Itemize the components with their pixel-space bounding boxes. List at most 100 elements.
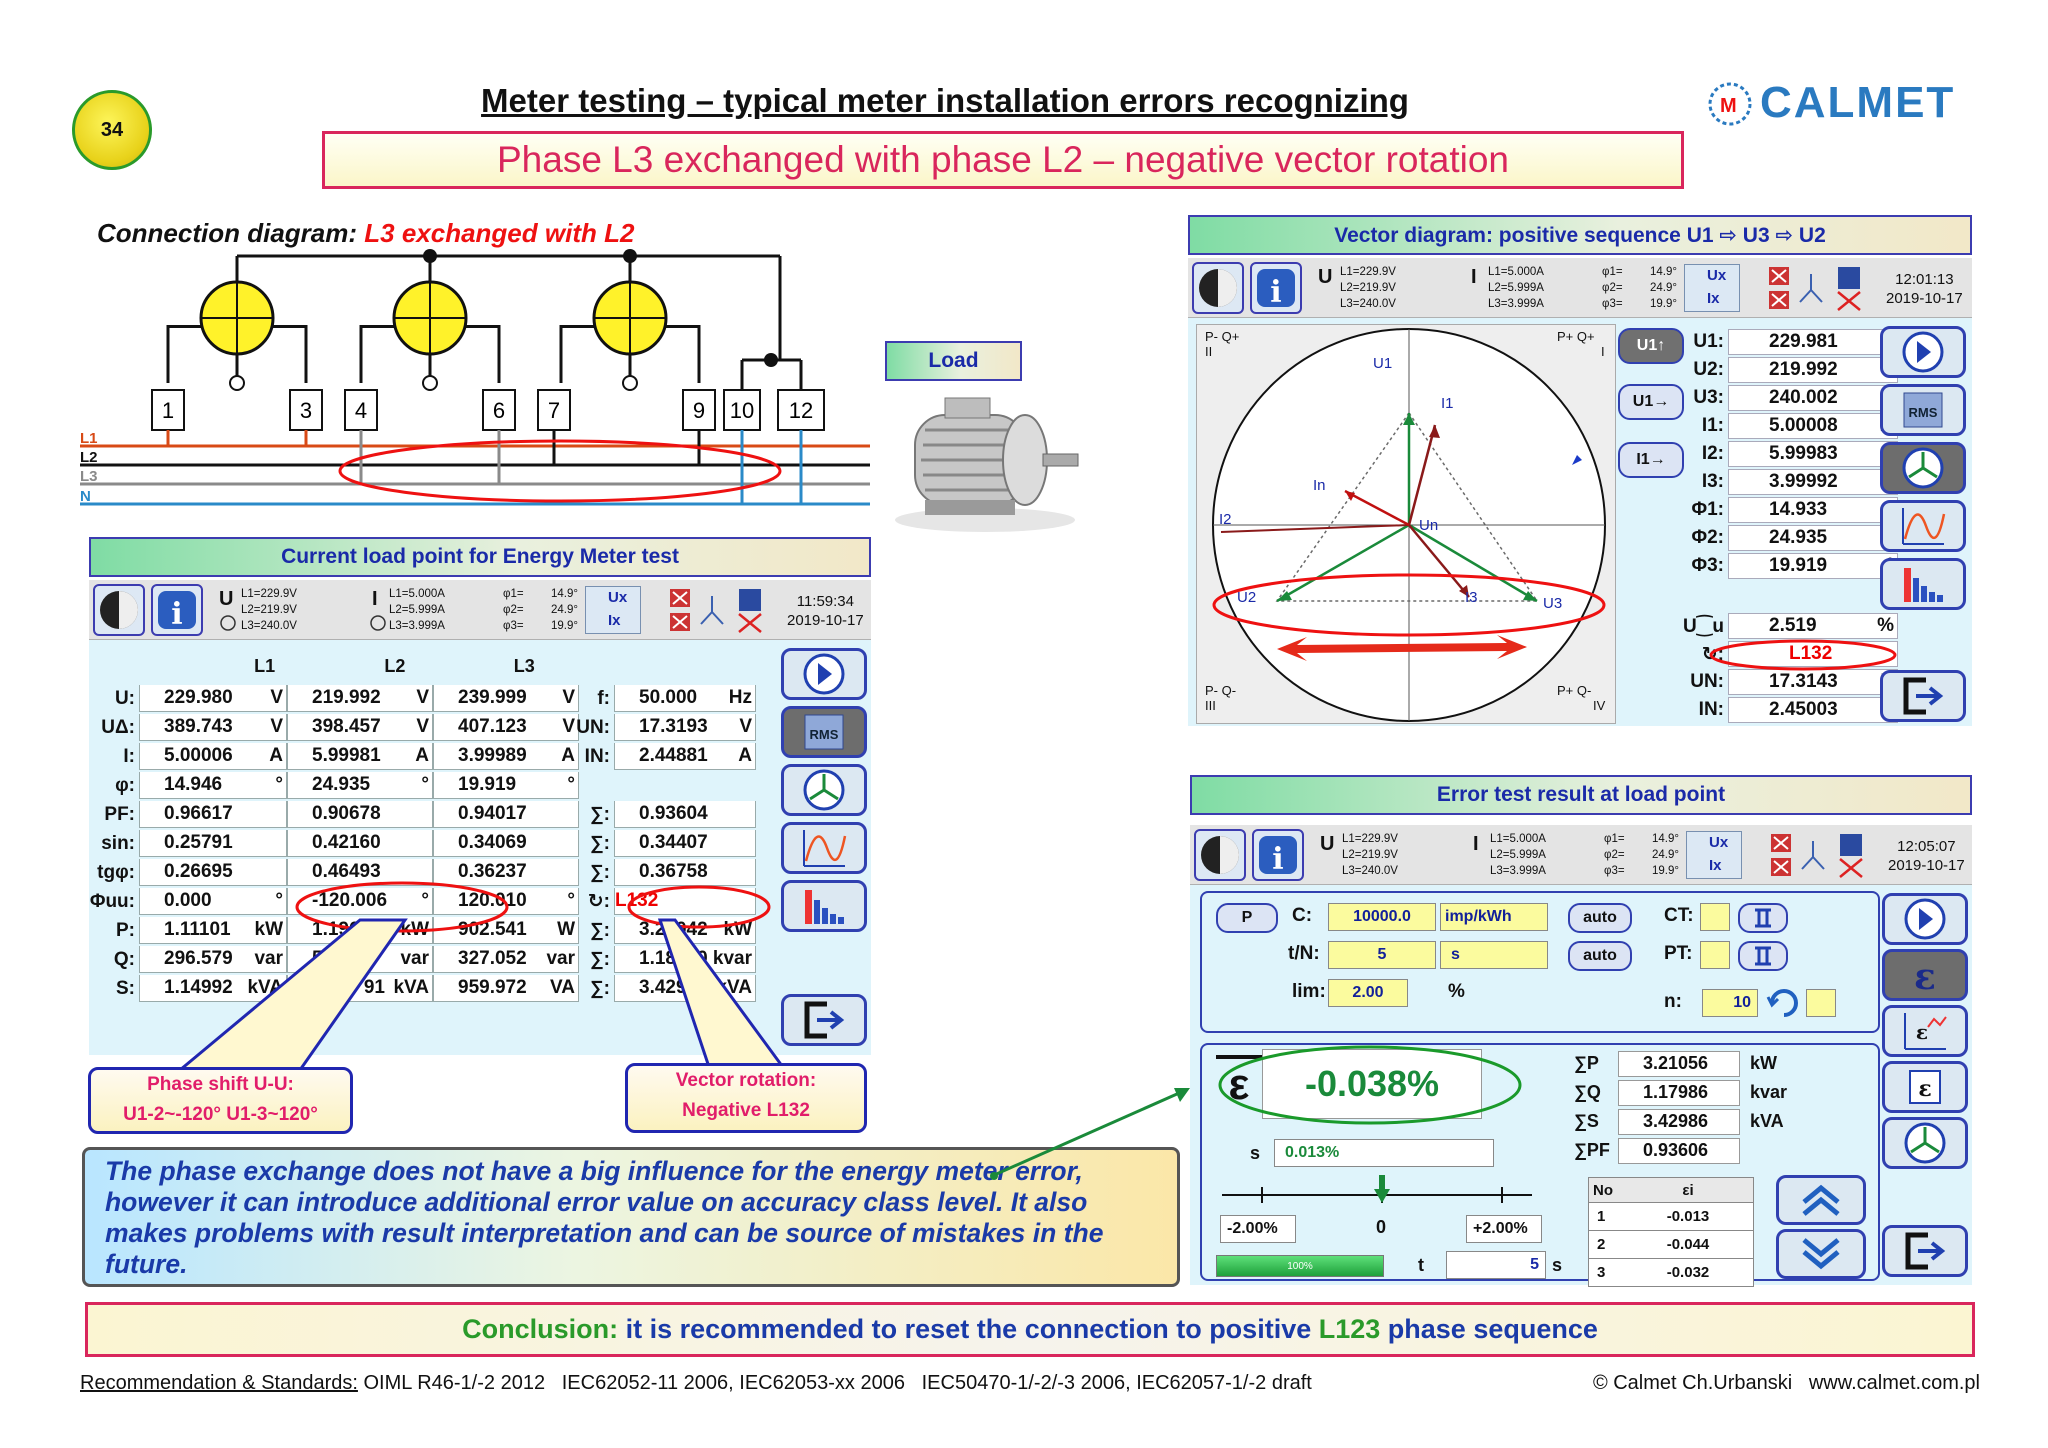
power-icon (1199, 269, 1237, 307)
cell-value: 0.34069 (458, 832, 527, 853)
waveform-button[interactable] (781, 822, 867, 874)
phi-label-2: φ2= (503, 604, 524, 616)
repeat-field[interactable] (1806, 989, 1836, 1017)
rms-button[interactable]: RMS (781, 706, 867, 758)
header-epsilon: εi (1682, 1181, 1694, 1199)
pt-field[interactable] (1700, 941, 1730, 969)
ct-toggle[interactable] (1738, 903, 1788, 933)
pt-toggle[interactable] (1738, 941, 1788, 971)
meter-config-icon[interactable] (1836, 831, 1866, 879)
phi-value-3: 19.9° (1650, 298, 1677, 310)
ix-label: Ix (608, 612, 621, 629)
line-label-l3: L3 (80, 468, 98, 485)
vector-value-row: I3:3.99992A (1682, 468, 1898, 496)
wiring-icon[interactable] (667, 586, 693, 634)
harmonics-button[interactable] (781, 880, 867, 932)
auto-button-1[interactable]: auto (1568, 903, 1632, 933)
vector-power-button[interactable] (1192, 262, 1244, 314)
n-value-field[interactable]: 10 (1702, 989, 1758, 1017)
epsilon-button[interactable]: ε (1882, 949, 1968, 1001)
error-graph-button[interactable]: ε (1882, 1005, 1968, 1057)
i1-right-button[interactable]: I1→ (1618, 442, 1684, 478)
tn-unit-field[interactable]: s (1440, 941, 1548, 969)
power-button[interactable] (93, 584, 145, 636)
cell-unit: kW (254, 919, 284, 940)
info-button[interactable]: i (151, 584, 203, 636)
vector-harmonics-button[interactable] (1880, 558, 1966, 610)
error-ux-ix-button[interactable]: Ux Ix (1686, 831, 1742, 879)
vector-toolbar: i U L1=229.9V L2=219.9V L3=240.0V I L1=5… (1188, 258, 1972, 318)
exit-button[interactable] (781, 994, 867, 1046)
cell-unit: var (254, 948, 283, 969)
freq-unit: Hz (728, 687, 752, 708)
vector-clock: 12:01:13 2019-10-17 (1886, 270, 1963, 308)
vector-button[interactable] (781, 764, 867, 816)
lim-value-field[interactable]: 2.00 (1328, 979, 1408, 1007)
vector-value-row: UN:17.3143V (1682, 668, 1898, 696)
error-play-button[interactable] (1882, 893, 1968, 945)
play-button[interactable] (781, 648, 867, 700)
vector-exit-button[interactable] (1880, 670, 1966, 722)
p-button[interactable]: P (1216, 903, 1278, 933)
u-values: L1=229.9V L2=219.9V L3=240.0V (241, 586, 297, 634)
vector-header: Vector diagram: positive sequence U1 ⇨ U… (1188, 215, 1972, 255)
error-vector-button[interactable] (1882, 1117, 1968, 1169)
wiring-icon[interactable] (1768, 831, 1794, 879)
vector-value-cell: 5.99983A (1728, 441, 1898, 467)
quadrant-br: P+ Q- (1557, 683, 1592, 698)
u-value-l2: L2=219.9V (1340, 282, 1396, 294)
i-label: I (372, 588, 378, 610)
cell-unit: ° (567, 774, 575, 795)
scroll-down-button[interactable] (1776, 1229, 1866, 1279)
error-exit-button[interactable] (1882, 1225, 1968, 1277)
t-unit: s (1552, 1255, 1563, 1275)
exit-icon (1905, 1232, 1946, 1270)
vector-info-button[interactable]: i (1250, 262, 1302, 314)
vector-rms-button[interactable]: RMS (1880, 384, 1966, 436)
label-i3: I3 (1465, 589, 1478, 606)
vector-waveform-button[interactable] (1880, 500, 1966, 552)
star-connection-icon[interactable] (1796, 270, 1826, 306)
vector-ux-ix-button[interactable]: Ux Ix (1684, 264, 1740, 312)
tn-value-field[interactable]: 5 (1328, 941, 1436, 969)
vector-value: 2.519 (1769, 615, 1817, 636)
repeat-icon[interactable] (1764, 983, 1804, 1023)
scroll-up-button[interactable] (1776, 1175, 1866, 1225)
svg-text:ε: ε (1914, 956, 1936, 997)
u1-up-button[interactable]: U1↑ (1618, 328, 1684, 364)
star-connection-icon[interactable] (1798, 837, 1828, 873)
u1-right-button[interactable]: U1→ (1618, 384, 1684, 420)
ct-field[interactable] (1700, 903, 1730, 931)
load-point-clock: 11:59:34 2019-10-17 (787, 592, 864, 630)
table-row: φ:14.946°24.935°19.919° (89, 771, 579, 800)
in-value: 2.44881 (639, 745, 708, 766)
i-value-l1: L1=5.000A (1490, 833, 1546, 845)
column-headers: L1 L2 L3 (199, 656, 589, 677)
highlight-ellipse (338, 439, 782, 503)
epsilon-value: -0.038% (1262, 1049, 1482, 1119)
error-info-button[interactable]: i (1252, 829, 1304, 881)
date-text: 2019-10-17 (787, 612, 864, 629)
c-value-field[interactable]: 10000.0 (1328, 903, 1436, 931)
ux-ix-button[interactable]: Ux Ix (585, 586, 641, 634)
error-list-button[interactable]: ε (1882, 1061, 1968, 1113)
range-min: -2.00% (1227, 1220, 1278, 1237)
error-sum-label: ∑PF (1574, 1140, 1610, 1160)
auto-button-2[interactable]: auto (1568, 941, 1632, 971)
vector-vector-button[interactable] (1880, 442, 1966, 494)
error-power-button[interactable] (1194, 829, 1246, 881)
vector-i-values: L1=5.000A L2=5.999A L3=3.999A (1488, 264, 1544, 312)
vector-play-button[interactable] (1880, 326, 1966, 378)
c-unit-field[interactable]: imp/kWh (1440, 903, 1548, 931)
quadrant-tl2: II (1205, 344, 1213, 359)
star-connection-icon[interactable] (697, 592, 727, 628)
meter-element-2 (359, 249, 501, 391)
meter-config-icon[interactable] (735, 586, 765, 634)
meter-config-icon[interactable] (1834, 264, 1864, 312)
terminal-12: 12 (789, 398, 813, 423)
info-icon: i (1257, 269, 1295, 310)
wiring-icon[interactable] (1766, 264, 1792, 312)
